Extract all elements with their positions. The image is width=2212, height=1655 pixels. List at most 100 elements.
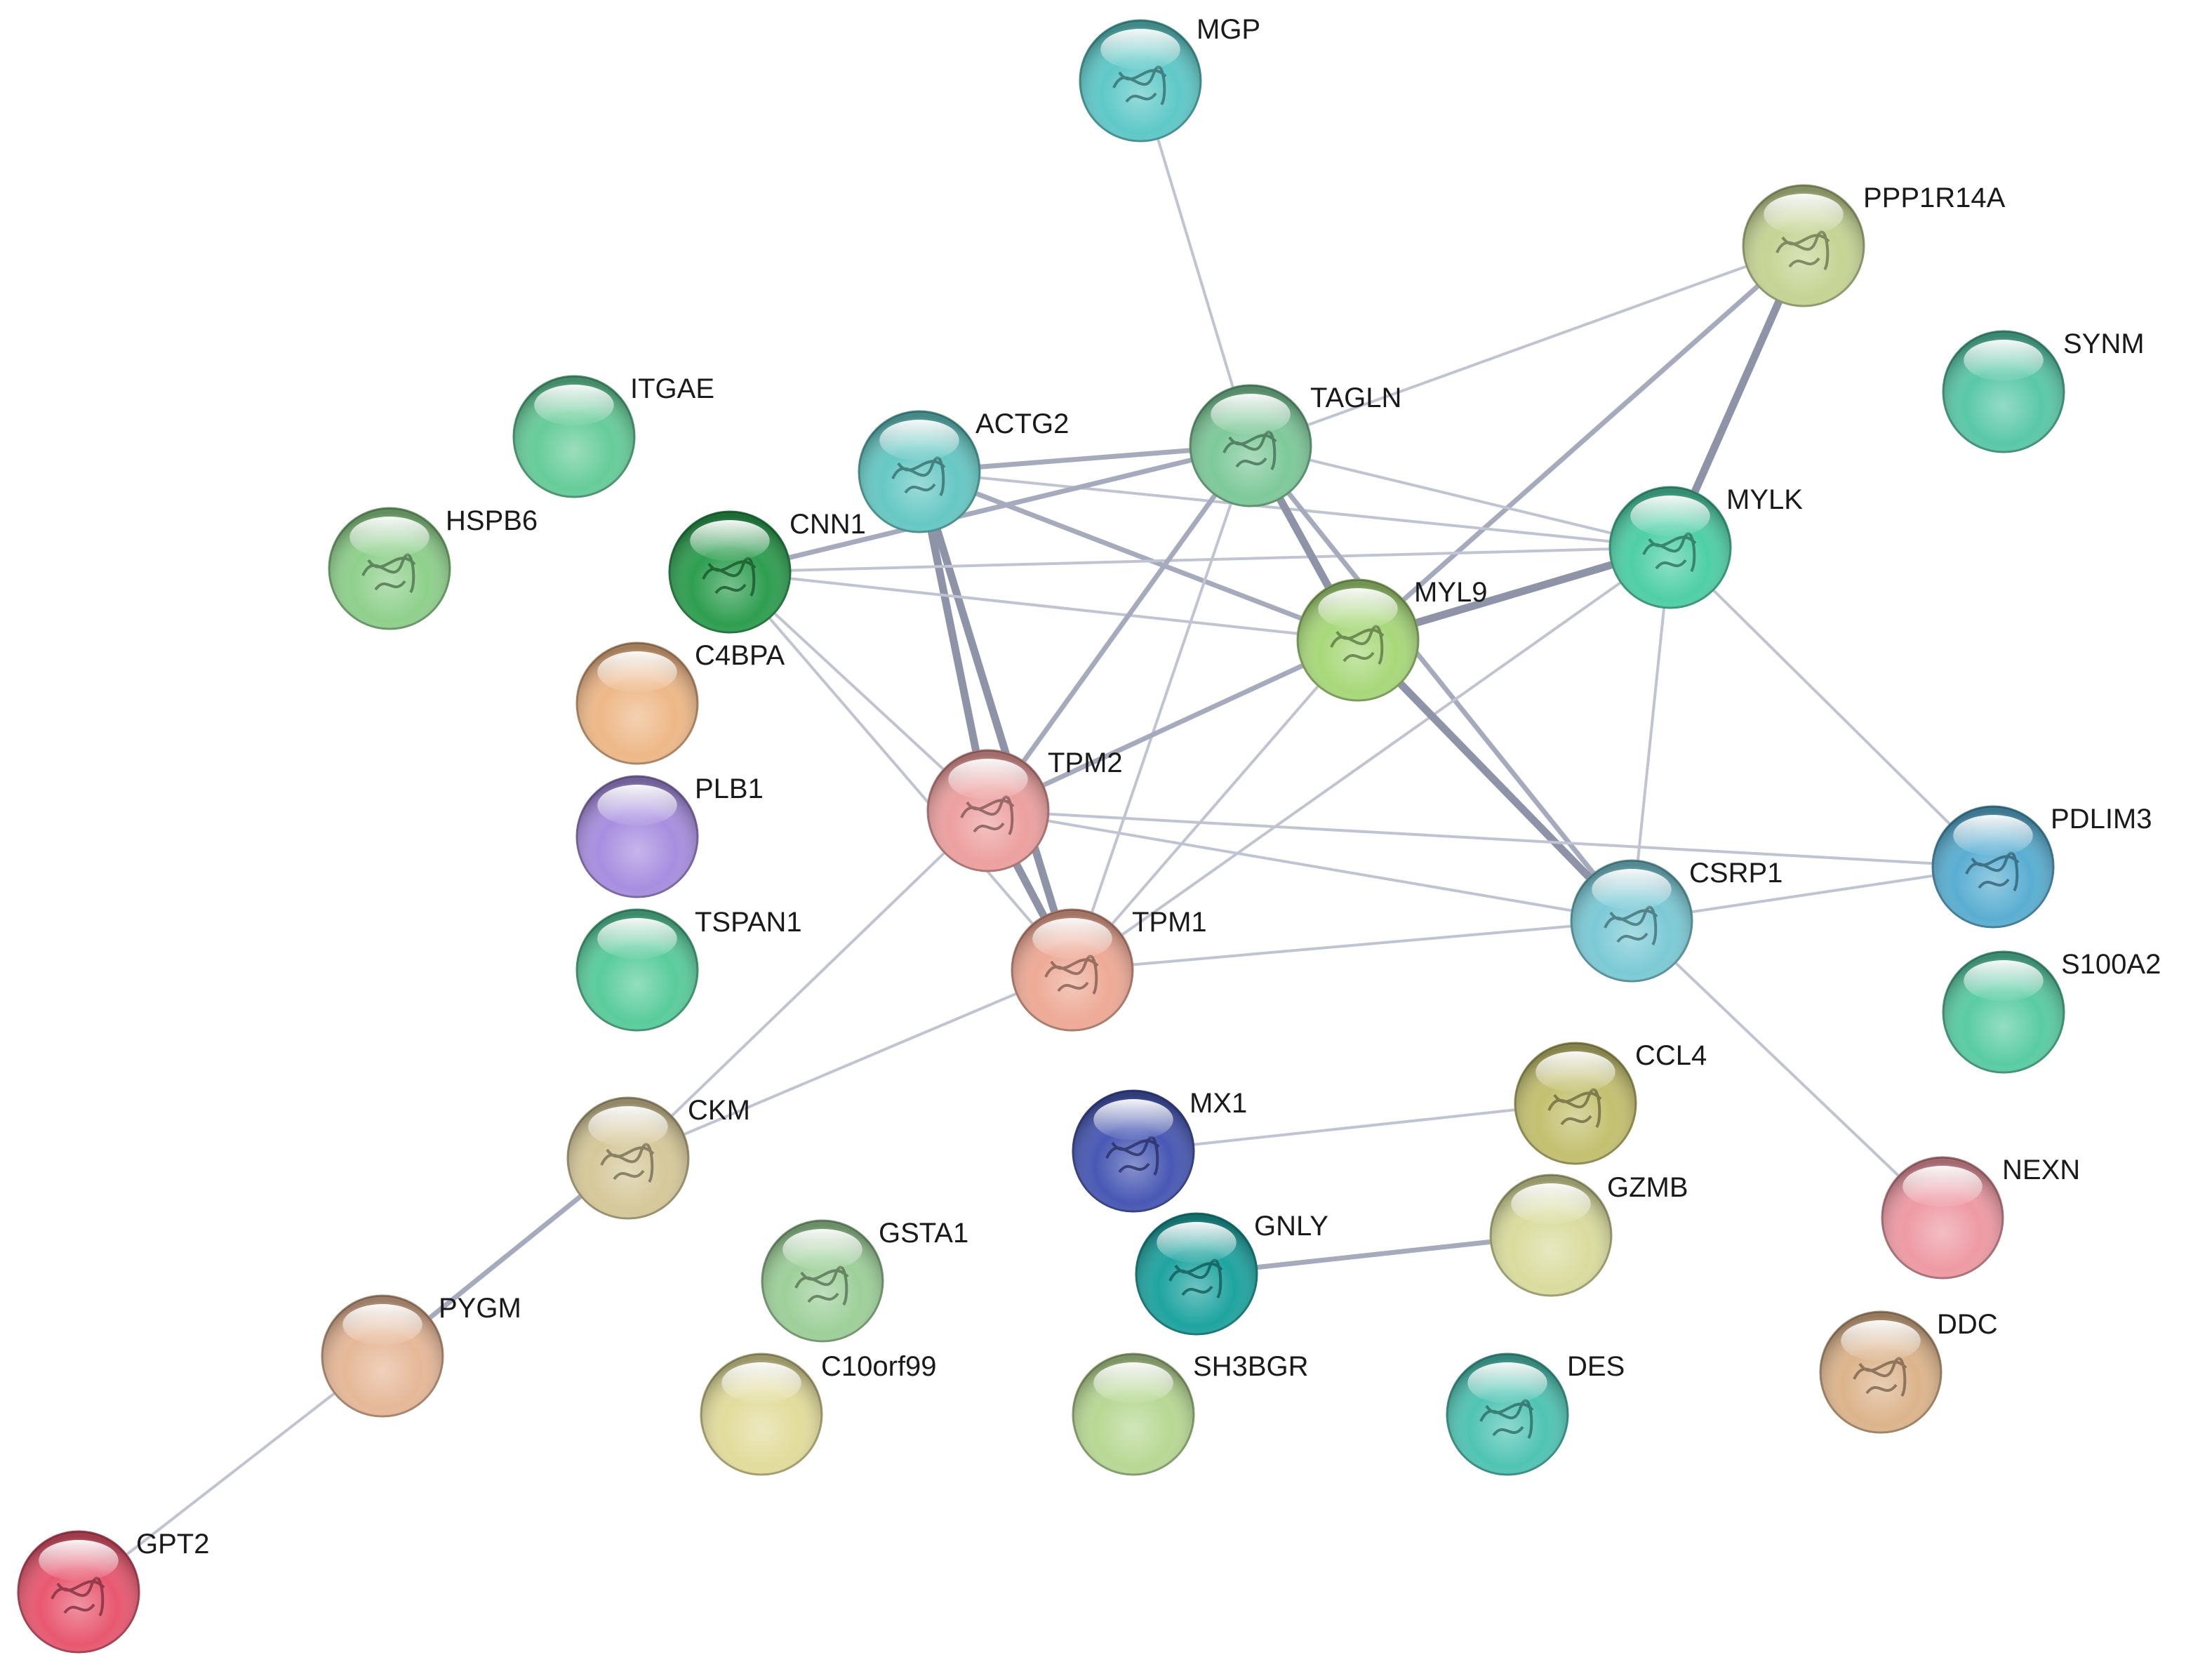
node-tpm2[interactable]: TPM2 bbox=[926, 747, 1123, 872]
node-highlight bbox=[1467, 1362, 1547, 1404]
edge-mx1-ccl4[interactable] bbox=[1132, 1102, 1577, 1152]
protein-structure-icon bbox=[702, 557, 757, 597]
edge-tpm2-csrp1[interactable] bbox=[987, 809, 1633, 922]
node-label-gzmb: GZMB bbox=[1607, 1172, 1688, 1203]
edge-actg2-myl9[interactable] bbox=[917, 469, 1361, 643]
node-c4bpa[interactable]: C4BPA bbox=[575, 640, 785, 765]
edge-ppp1r14a-tagln[interactable] bbox=[1249, 244, 1805, 447]
edge-tagln-tpm1[interactable] bbox=[1071, 444, 1252, 971]
node-c10orf99[interactable]: C10orf99 bbox=[700, 1351, 937, 1476]
edge-tpm2-ckm[interactable] bbox=[627, 809, 990, 1159]
edge-tagln-mylk[interactable] bbox=[1249, 444, 1672, 549]
node-pdlim3[interactable]: PDLIM3 bbox=[1931, 804, 2152, 929]
node-highlight bbox=[1157, 1222, 1237, 1263]
node-ccl4[interactable]: CCL4 bbox=[1514, 1040, 1707, 1165]
node-label-tpm2: TPM2 bbox=[1048, 747, 1123, 778]
edge-cnn1-tpm1[interactable] bbox=[728, 571, 1074, 971]
protein-structure-icon bbox=[51, 1576, 105, 1617]
node-label-tspan1: TSPAN1 bbox=[695, 907, 802, 938]
edge-tpm1-csrp1[interactable] bbox=[1071, 919, 1633, 971]
edge-pygm-gpt2[interactable] bbox=[77, 1355, 384, 1593]
node-highlight bbox=[534, 385, 614, 426]
node-cnn1[interactable]: CNN1 bbox=[668, 509, 866, 634]
node-highlight bbox=[597, 785, 677, 826]
node-label-s100a2: S100A2 bbox=[2061, 949, 2161, 980]
node-highlight bbox=[782, 1229, 862, 1270]
node-mx1[interactable]: MX1 bbox=[1072, 1088, 1247, 1213]
node-gzmb[interactable]: GZMB bbox=[1489, 1172, 1688, 1297]
node-highlight bbox=[1093, 1362, 1173, 1404]
node-highlight bbox=[1964, 960, 2044, 1002]
edge-tpm1-ckm[interactable] bbox=[627, 969, 1074, 1159]
edge-myl9-csrp1[interactable] bbox=[1354, 636, 1636, 925]
node-synm[interactable]: SYNM bbox=[1942, 328, 2145, 453]
node-s100a2[interactable]: S100A2 bbox=[1942, 949, 2161, 1074]
edge-mgp-tagln[interactable] bbox=[1139, 79, 1252, 447]
node-des[interactable]: DES bbox=[1446, 1351, 1625, 1476]
node-gsta1[interactable]: GSTA1 bbox=[761, 1218, 968, 1343]
edge-mylk-pdlim3[interactable] bbox=[1669, 546, 1994, 868]
edge-tagln-tpm2[interactable] bbox=[985, 443, 1253, 813]
node-label-ppp1r14a: PPP1R14A bbox=[1863, 182, 2006, 213]
node-ppp1r14a[interactable]: PPP1R14A bbox=[1742, 182, 2006, 307]
node-gpt2[interactable]: GPT2 bbox=[17, 1529, 209, 1654]
node-label-des: DES bbox=[1567, 1351, 1625, 1382]
node-gnly[interactable]: GNLY bbox=[1135, 1211, 1328, 1336]
node-highlight bbox=[1630, 496, 1710, 537]
protein-structure-icon bbox=[361, 553, 416, 594]
protein-structure-icon bbox=[1112, 65, 1167, 106]
node-highlight bbox=[588, 1106, 668, 1148]
edge-myl9-tpm2[interactable] bbox=[985, 637, 1361, 813]
node-highlight bbox=[1841, 1320, 1921, 1362]
node-pygm[interactable]: PYGM bbox=[321, 1293, 521, 1418]
edge-csrp1-nexn[interactable] bbox=[1630, 919, 1944, 1219]
protein-structure-icon bbox=[891, 456, 946, 497]
node-mylk[interactable]: MYLK bbox=[1608, 484, 1803, 609]
node-label-itgae: ITGAE bbox=[630, 373, 714, 404]
node-label-nexn: NEXN bbox=[2002, 1155, 2080, 1185]
node-highlight bbox=[1032, 918, 1112, 959]
edge-tpm2-pdlim3[interactable] bbox=[987, 809, 1994, 868]
node-mgp[interactable]: MGP bbox=[1079, 14, 1260, 142]
node-myl9[interactable]: MYL9 bbox=[1296, 577, 1488, 702]
node-actg2[interactable]: ACTG2 bbox=[858, 408, 1069, 533]
node-highlight bbox=[690, 520, 770, 561]
edge-actg2-tpm1[interactable] bbox=[915, 467, 1077, 974]
node-label-ddc: DDC bbox=[1937, 1309, 1998, 1340]
node-label-c4bpa: C4BPA bbox=[695, 640, 785, 671]
node-label-ccl4: CCL4 bbox=[1635, 1040, 1707, 1071]
edge-actg2-mylk[interactable] bbox=[918, 470, 1672, 549]
node-tpm1[interactable]: TPM1 bbox=[1011, 907, 1207, 1032]
node-tagln[interactable]: TAGLN bbox=[1189, 383, 1401, 507]
edge-ppp1r14a-myl9[interactable] bbox=[1355, 243, 1806, 643]
edge-cnn1-mylk[interactable] bbox=[728, 546, 1672, 573]
edge-mylk-tpm1[interactable] bbox=[1071, 546, 1672, 971]
edge-mylk-csrp1[interactable] bbox=[1630, 546, 1672, 922]
edge-cnn1-myl9[interactable] bbox=[728, 571, 1359, 642]
node-highlight bbox=[1211, 394, 1291, 435]
protein-structure-icon bbox=[960, 795, 1015, 836]
edge-cnn1-tagln[interactable] bbox=[727, 443, 1253, 575]
protein-structure-icon bbox=[1044, 955, 1099, 995]
node-label-mgp: MGP bbox=[1197, 14, 1260, 45]
edge-tagln-csrp1[interactable] bbox=[1248, 443, 1634, 924]
node-label-cnn1: CNN1 bbox=[789, 509, 866, 540]
node-label-tpm1: TPM1 bbox=[1132, 907, 1207, 938]
edges-layer bbox=[77, 79, 1994, 1593]
node-highlight bbox=[1964, 340, 2044, 381]
node-highlight bbox=[1953, 815, 2033, 856]
node-hspb6[interactable]: HSPB6 bbox=[328, 505, 538, 630]
node-sh3bgr[interactable]: SH3BGR bbox=[1072, 1351, 1309, 1476]
node-ddc[interactable]: DDC bbox=[1819, 1309, 1998, 1434]
node-csrp1[interactable]: CSRP1 bbox=[1570, 858, 1783, 983]
protein-structure-icon bbox=[1105, 1136, 1160, 1176]
node-itgae[interactable]: ITGAE bbox=[512, 373, 714, 498]
node-nexn[interactable]: NEXN bbox=[1881, 1155, 2080, 1280]
node-tspan1[interactable]: TSPAN1 bbox=[575, 907, 802, 1032]
protein-structure-icon bbox=[1604, 905, 1658, 946]
edge-myl9-tpm1[interactable] bbox=[1071, 639, 1359, 971]
node-ckm[interactable]: CKM bbox=[566, 1095, 750, 1220]
node-plb1[interactable]: PLB1 bbox=[575, 773, 764, 898]
